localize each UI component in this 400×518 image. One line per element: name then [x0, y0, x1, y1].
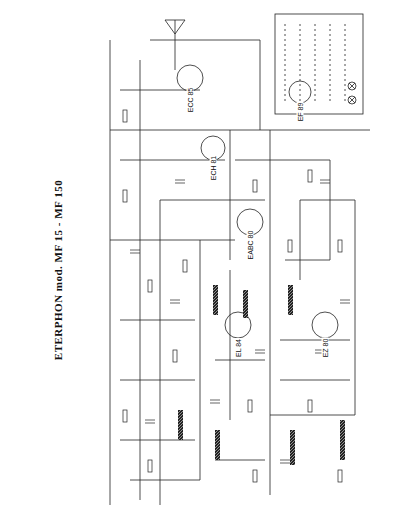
capacitor-symbol: [340, 300, 350, 303]
capacitor-symbol: [320, 180, 330, 183]
capacitor-symbol: [130, 250, 140, 253]
wire: [140, 60, 141, 500]
transformer-cores: [178, 285, 345, 465]
switch-contacts: [285, 24, 345, 104]
tube-type: EZ 80: [322, 338, 329, 359]
components: [123, 110, 350, 482]
wire: [110, 40, 111, 505]
resistor-symbol: [338, 470, 342, 482]
resistor-symbol: [288, 240, 292, 252]
wire: [150, 40, 260, 130]
resistor-symbol: [148, 280, 152, 292]
resistor-symbol: [173, 350, 177, 362]
wire: [110, 130, 370, 131]
antenna: [165, 20, 185, 70]
wire: [110, 240, 235, 241]
tube-type: EF 89: [297, 102, 304, 123]
tube-type: EABC 80: [247, 230, 254, 261]
resistor-symbol: [183, 260, 187, 272]
wire: [215, 360, 265, 460]
capacitor-symbol: [280, 460, 290, 463]
resistor-symbol: [253, 470, 257, 482]
lamp-cross: [349, 83, 355, 103]
resistor-symbol: [123, 190, 127, 202]
capacitor-symbol: [210, 400, 220, 403]
resistor-symbol: [338, 240, 342, 252]
resistor-symbol: [123, 110, 127, 122]
capacitor-symbol: [255, 350, 265, 353]
wire: [280, 340, 350, 380]
resistor-symbol: [123, 410, 127, 422]
wire: [270, 130, 271, 495]
schematic-title: ETERPHON mod. MF 15 - MF 150: [52, 180, 64, 360]
wire: [130, 240, 200, 480]
wire: [230, 130, 231, 420]
tube-type: ECC 85: [187, 87, 194, 114]
resistor-symbol: [308, 170, 312, 182]
tube-type: EL 84: [235, 338, 242, 358]
wire: [300, 200, 355, 280]
wire: [160, 200, 265, 505]
capacitor-symbol: [170, 300, 180, 303]
tube: [312, 312, 338, 338]
wave-switch: [275, 14, 363, 114]
wire: [120, 320, 195, 440]
resistor-symbol: [253, 180, 257, 192]
resistor-symbol: [308, 400, 312, 412]
wire: [120, 90, 225, 160]
capacitor-symbol: [145, 420, 155, 423]
wiring: [110, 14, 370, 505]
tube-type: ECH 81: [210, 155, 217, 182]
resistor-symbol: [148, 460, 152, 472]
tube: [289, 81, 311, 103]
wire: [235, 160, 330, 260]
capacitor-symbol: [175, 180, 185, 183]
resistor-symbol: [248, 400, 252, 412]
wire: [270, 200, 355, 415]
